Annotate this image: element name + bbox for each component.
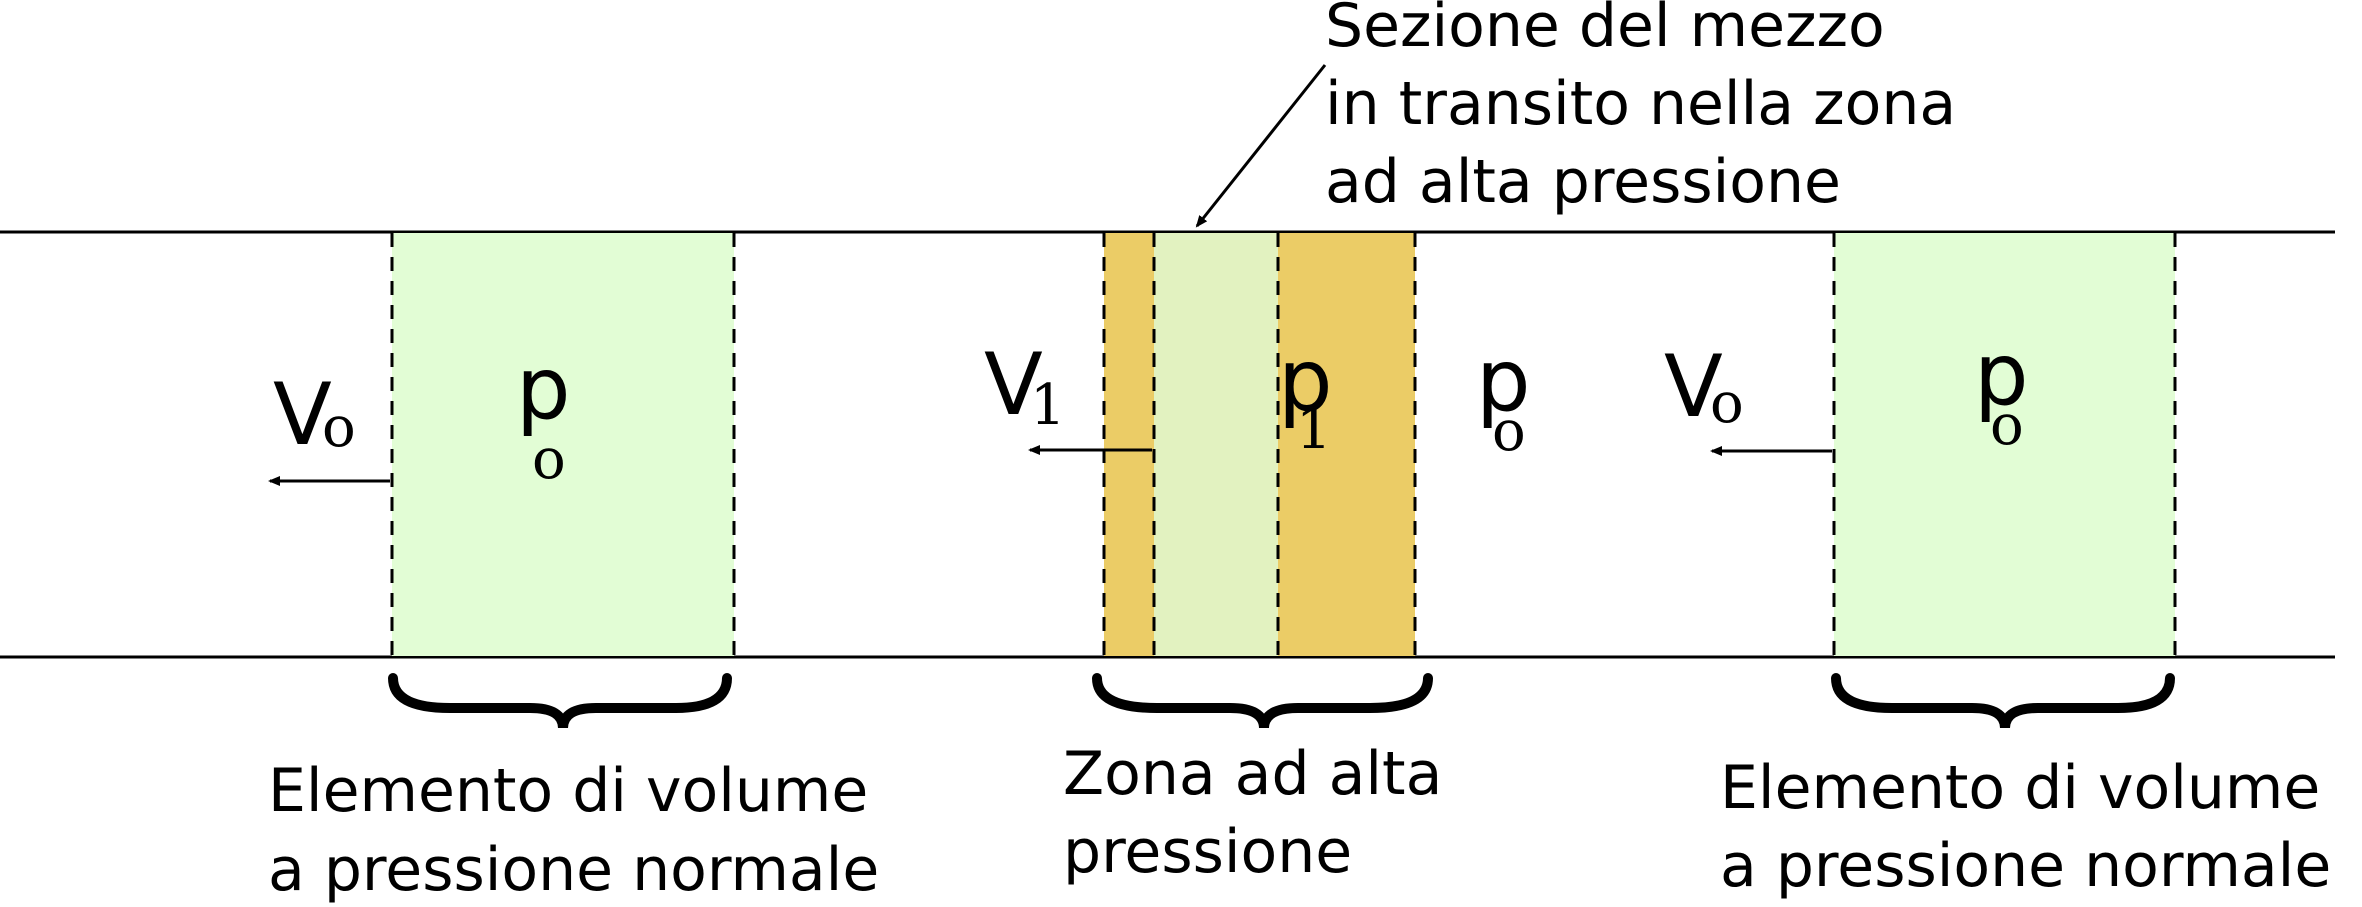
callout-line-3: ad alta pressione xyxy=(1325,147,1841,217)
right-caption-line-2: a pressione normale xyxy=(1720,831,2331,901)
middle-pressure-subscript: 1 xyxy=(1296,397,1332,462)
right-caption-line-1: Elemento di volume xyxy=(1720,753,2320,823)
left-volume-element xyxy=(392,233,734,656)
ambient-pressure-subscript: o xyxy=(1492,399,1526,464)
right-brace xyxy=(1831,673,2175,729)
callout-line-2: in transito nella zona xyxy=(1325,69,1956,139)
left-velocity-subscript: o xyxy=(322,395,356,460)
middle-caption-line-1: Zona ad alta xyxy=(1063,739,1442,809)
middle-caption-line-2: pressione xyxy=(1063,817,1352,887)
right-pressure-subscript: o xyxy=(1990,393,2024,458)
right-velocity-subscript: o xyxy=(1710,371,1744,436)
transit-section xyxy=(1154,233,1278,656)
right-volume-element xyxy=(1834,233,2175,656)
callout-arrow xyxy=(1195,64,1327,228)
high-pressure-zone-left-band xyxy=(1104,233,1154,656)
ambient-pressure-symbol: p xyxy=(1476,331,1531,431)
left-velocity-symbol: V xyxy=(273,365,332,465)
right-velocity-symbol: V xyxy=(1664,337,1723,437)
right-pressure-symbol: p xyxy=(1974,325,2029,425)
callout-line-1: Sezione del mezzo xyxy=(1325,0,1885,61)
left-pressure-symbol: p xyxy=(516,339,571,439)
left-caption-line-1: Elemento di volume xyxy=(268,756,868,826)
middle-brace xyxy=(1092,673,1433,729)
high-pressure-zone-right-band xyxy=(1278,233,1415,656)
left-pressure-subscript: o xyxy=(532,427,566,492)
middle-velocity-subscript: 1 xyxy=(1030,373,1066,438)
middle-pressure-symbol: p xyxy=(1278,331,1333,431)
left-caption-line-2: a pressione normale xyxy=(268,835,879,905)
middle-velocity-symbol: V xyxy=(984,335,1043,435)
left-brace xyxy=(388,673,732,729)
